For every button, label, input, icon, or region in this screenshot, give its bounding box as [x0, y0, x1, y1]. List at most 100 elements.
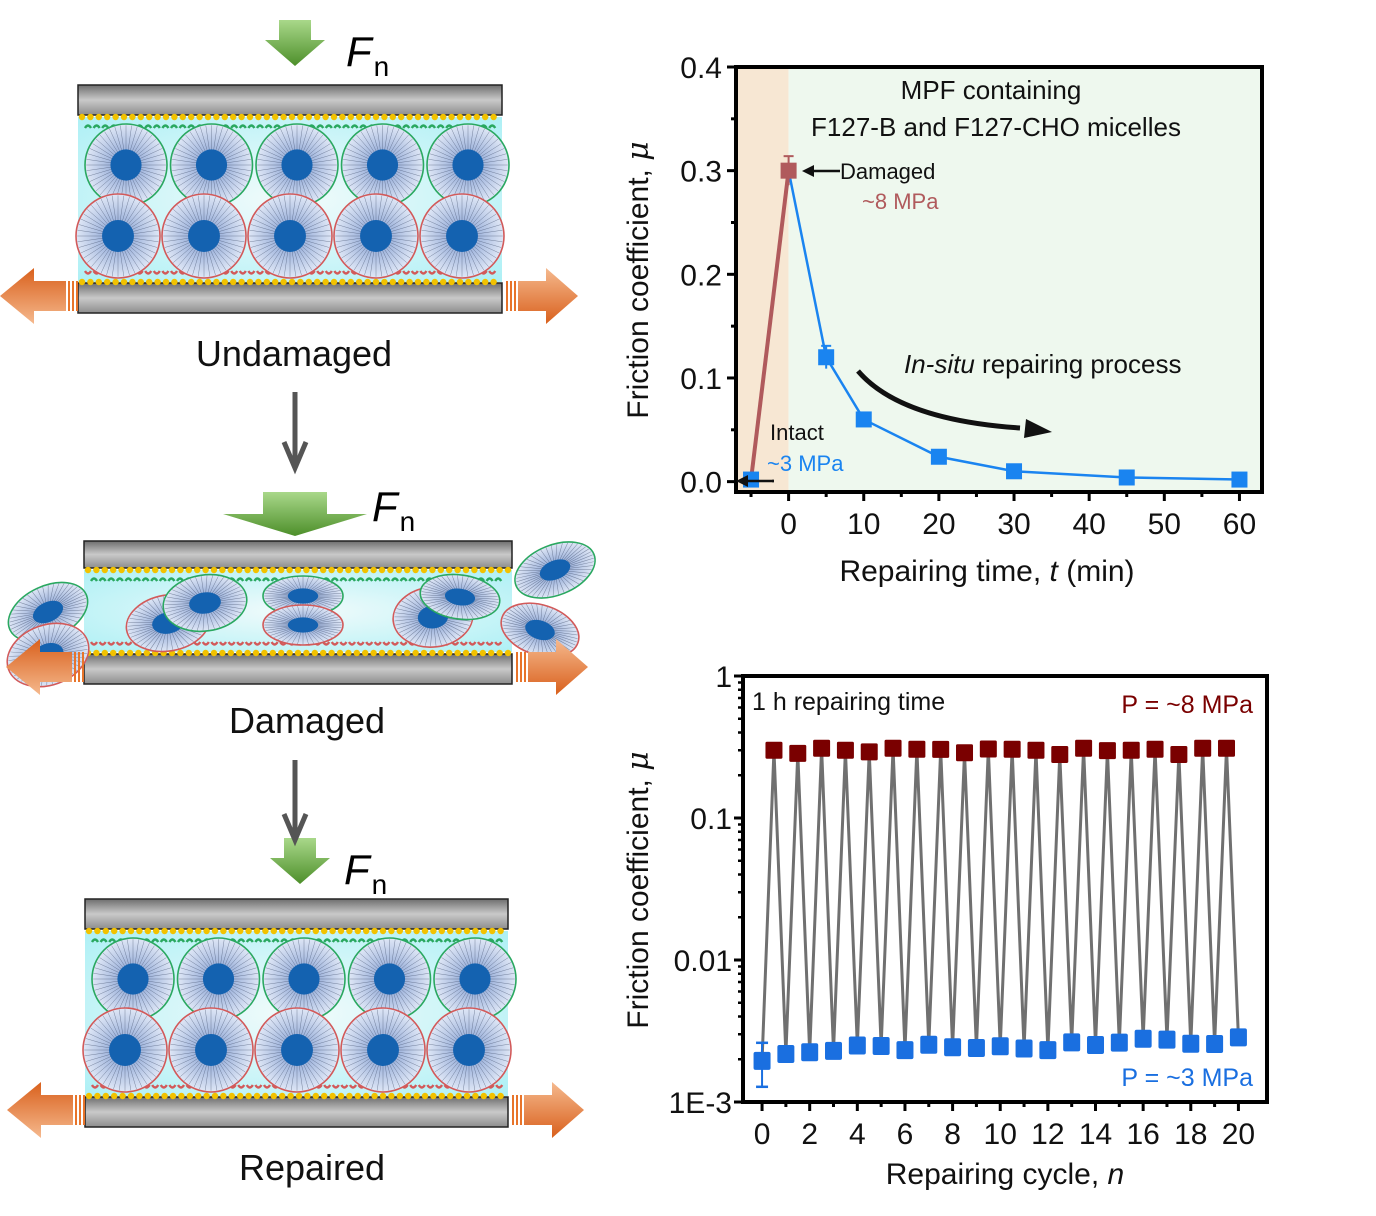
anchor-dot — [297, 278, 304, 286]
anchor-dot — [179, 113, 186, 121]
anchor-dot — [261, 566, 268, 574]
surface-molecule — [261, 577, 271, 582]
anchor-dot — [119, 927, 126, 935]
anchor-dot — [488, 649, 495, 657]
anchor-dot — [345, 649, 352, 657]
surface-molecule — [495, 1084, 504, 1089]
surface-molecule — [316, 270, 325, 275]
normal-force-subscript: n — [372, 869, 388, 900]
micelle-core — [281, 1034, 313, 1066]
anchor-dot — [480, 1092, 487, 1100]
micelle — [162, 573, 248, 633]
anchor-dot — [228, 927, 235, 935]
anchor-dot — [195, 927, 202, 935]
anchor-dot — [330, 278, 338, 286]
surface-molecule — [402, 270, 411, 275]
anchor-dot — [203, 1092, 210, 1100]
shear-arrow-left-stripe — [74, 652, 76, 682]
micelle-core — [287, 617, 319, 633]
surface-molecule — [417, 1084, 426, 1089]
anchor-dot — [413, 927, 420, 935]
anchor-dot — [489, 927, 496, 935]
data-point-low-pressure — [920, 1035, 938, 1054]
anchor-dot — [236, 649, 243, 657]
anchor-dot — [320, 566, 327, 574]
anchor-dot — [85, 1092, 93, 1100]
surface-molecule — [161, 270, 170, 275]
surface-molecule — [141, 577, 150, 582]
micelle — [161, 193, 247, 279]
high-pressure-legend: P = ~8 MPa — [1121, 691, 1253, 719]
anchor-dot — [262, 1092, 269, 1100]
shear-arrow-left-stripe — [83, 1095, 85, 1125]
anchor-dot — [168, 566, 176, 574]
intact-pressure-label: ~3 MPa — [767, 451, 844, 476]
anchor-dot — [186, 927, 193, 935]
anchor-dot — [347, 113, 354, 121]
data-point-low-pressure — [825, 1041, 843, 1060]
series-line-damage — [749, 170, 791, 480]
micelle-core — [367, 1034, 399, 1066]
surface-molecule — [107, 641, 116, 646]
anchor-dot — [346, 1092, 353, 1100]
anchor-dot — [465, 113, 472, 121]
anchor-dot — [154, 278, 161, 286]
surface-molecule — [98, 641, 107, 646]
anchor-dot — [154, 113, 161, 121]
anchor-dot — [203, 927, 210, 935]
anchor-dot — [87, 278, 94, 286]
surface-molecule — [399, 577, 408, 582]
data-point-low-pressure — [1110, 1033, 1128, 1052]
shear-arrow-right-stripe — [514, 281, 516, 311]
anchor-dot — [246, 113, 254, 121]
anchor-dot — [336, 566, 344, 574]
anchor-dot — [379, 1092, 387, 1100]
anchor-dot — [465, 278, 472, 286]
anchor-dot — [395, 649, 402, 657]
anchor-dot — [395, 566, 402, 574]
anchor-dot — [463, 1092, 471, 1100]
surface-molecule — [339, 641, 348, 646]
anchor-dot — [129, 113, 136, 121]
anchor-dot — [213, 113, 220, 121]
anchor-dot — [364, 278, 371, 286]
data-point-high-pressure — [860, 743, 878, 761]
anchor-dot — [263, 113, 270, 121]
anchor-dot — [406, 278, 413, 286]
data-point-low-pressure — [967, 1039, 985, 1058]
surface-molecule — [144, 124, 153, 129]
data-point-low-pressure — [1063, 1033, 1081, 1052]
surface-molecule — [89, 641, 99, 646]
anchor-dot — [471, 649, 478, 657]
surface-molecule — [324, 124, 333, 129]
anchor-dot — [161, 1092, 168, 1100]
surface-molecule — [236, 577, 245, 582]
anchor-dot — [280, 278, 287, 286]
state-label-damaged: Damaged — [229, 700, 385, 741]
surface-molecule — [176, 1084, 186, 1089]
anchor-dot — [489, 1092, 496, 1100]
anchor-dot — [405, 1092, 412, 1100]
anchor-dot — [230, 278, 237, 286]
surface-molecule — [410, 270, 419, 275]
anchor-dot — [353, 566, 360, 574]
top-plate — [83, 540, 513, 569]
anchor-dot — [220, 927, 227, 935]
surface-molecule — [161, 124, 170, 129]
anchor-dot — [455, 927, 462, 935]
anchor-dot — [286, 566, 293, 574]
micelle — [514, 541, 596, 599]
normal-force-arrow — [265, 20, 325, 66]
data-point — [1118, 469, 1135, 486]
surface-molecule — [227, 641, 236, 646]
x-tick-label: 18 — [1174, 1118, 1207, 1151]
surface-molecule — [98, 577, 107, 582]
micelle-core — [195, 1034, 227, 1066]
data-point-high-pressure — [1122, 741, 1140, 759]
surface-molecule — [262, 1084, 272, 1089]
anchor-dot — [448, 113, 455, 121]
y-tick-label: 0.2 — [680, 259, 722, 292]
micelle-core — [366, 149, 399, 181]
anchor-dot — [379, 927, 387, 935]
anchor-dot — [177, 649, 184, 657]
